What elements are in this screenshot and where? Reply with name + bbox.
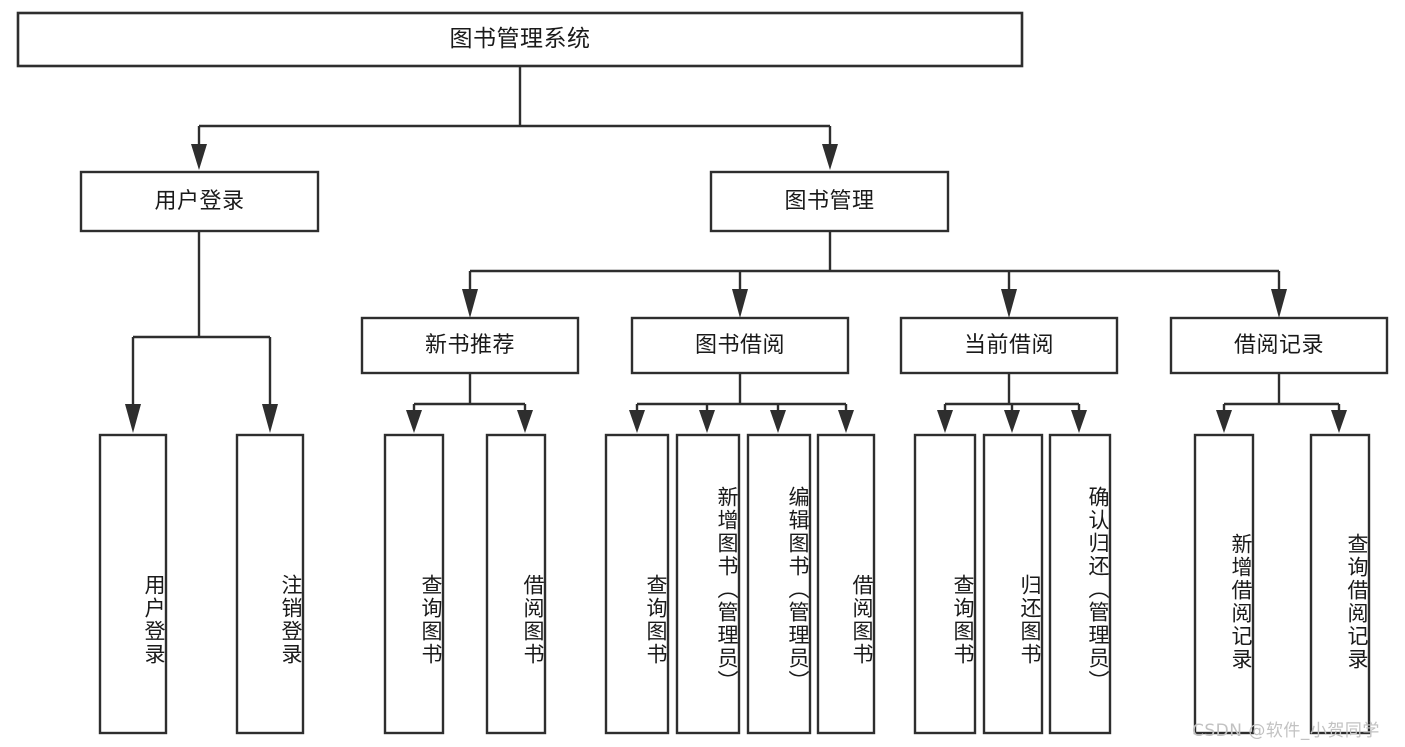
node-book-borrow-box[interactable] (630, 316, 850, 375)
node-leaf-query-record-box[interactable] (1309, 433, 1371, 735)
arrow-head-leaf-logout-login (262, 404, 278, 433)
node-leaf-user-login-box[interactable] (98, 433, 168, 735)
arrow-head-leaf-query-record (1331, 410, 1347, 433)
connector-group-user-login (125, 231, 278, 433)
node-user-login-box[interactable] (79, 170, 320, 233)
arrow-head-leaf-query-book-1 (406, 410, 422, 433)
arrow-head-book-manage (822, 144, 838, 170)
node-leaf-borrow-book-2-box[interactable] (816, 433, 876, 735)
arrow-head-new-book-recommend (462, 289, 478, 318)
node-leaf-confirm-return-box[interactable] (1048, 433, 1112, 735)
connector-group-book-manage (462, 231, 1287, 318)
arrow-head-current-borrow (1001, 289, 1017, 318)
node-leaf-borrow-book-1-box[interactable] (485, 433, 547, 735)
connector-group-book-borrow (629, 373, 854, 433)
connector-group-current-borrow (937, 373, 1087, 433)
csdn-watermark: CSDN @软件_小贺同学 (1192, 721, 1380, 741)
arrow-head-leaf-borrow-book-2 (838, 410, 854, 433)
arrow-head-leaf-return-book (1004, 410, 1020, 433)
arrow-head-leaf-user-login (125, 404, 141, 433)
node-leaf-query-book-2-box[interactable] (604, 433, 670, 735)
node-root-box[interactable] (16, 11, 1024, 68)
arrow-head-borrow-record (1271, 289, 1287, 318)
arrow-head-leaf-edit-book (770, 410, 786, 433)
arrow-head-leaf-query-book-3 (937, 410, 953, 433)
arrow-head-user-login (191, 144, 207, 170)
node-leaf-edit-book-box[interactable] (746, 433, 812, 735)
node-new-book-recommend-box[interactable] (360, 316, 580, 375)
connector-group-borrow-record (1216, 373, 1347, 433)
node-leaf-add-record-box[interactable] (1193, 433, 1255, 735)
connector-group-root (191, 66, 838, 170)
node-current-borrow-box[interactable] (899, 316, 1119, 375)
arrow-head-leaf-borrow-book-1 (517, 410, 533, 433)
node-leaf-return-book-box[interactable] (982, 433, 1044, 735)
node-leaf-logout-login-box[interactable] (235, 433, 305, 735)
node-leaf-add-book-box[interactable] (675, 433, 741, 735)
arrow-head-leaf-query-book-2 (629, 410, 645, 433)
arrow-head-leaf-confirm-return (1071, 410, 1087, 433)
node-leaf-query-book-1-box[interactable] (383, 433, 445, 735)
node-leaf-query-book-3-box[interactable] (913, 433, 977, 735)
connector-group-new-book-recommend (406, 373, 533, 433)
arrow-head-leaf-add-book (699, 410, 715, 433)
arrow-head-book-borrow (732, 289, 748, 318)
arrow-head-leaf-add-record (1216, 410, 1232, 433)
node-borrow-record-box[interactable] (1169, 316, 1389, 375)
node-book-manage-box[interactable] (709, 170, 950, 233)
